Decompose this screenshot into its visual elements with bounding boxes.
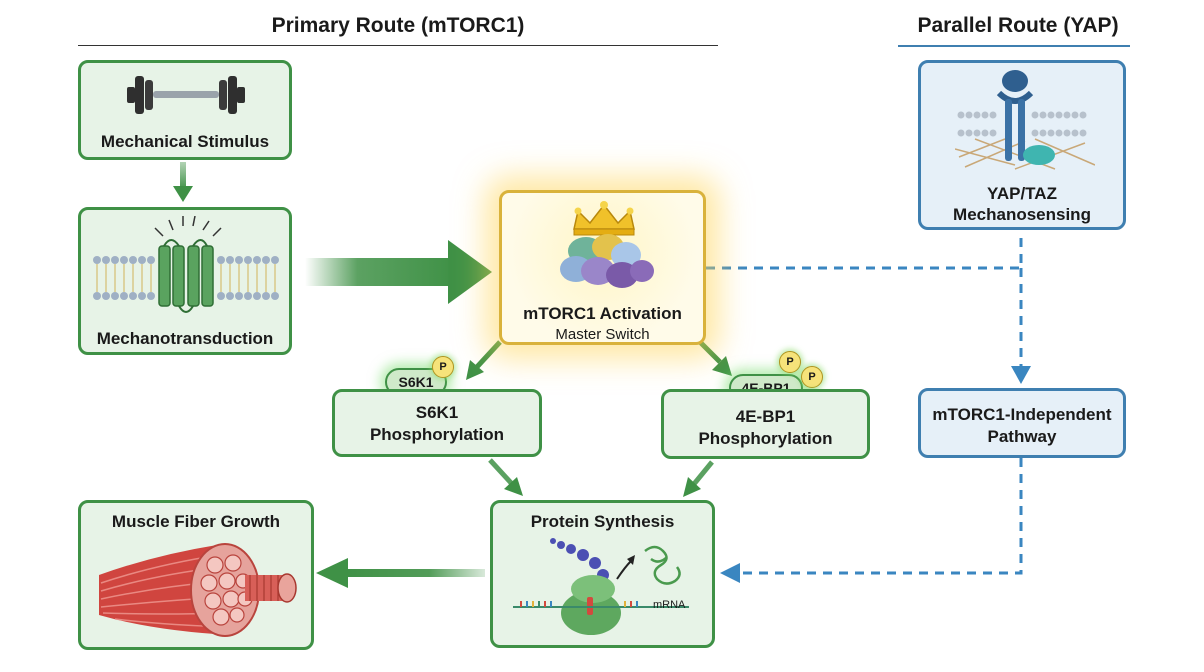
arrow-transduction-to-mtorc1 bbox=[305, 240, 492, 304]
s6k1-phosphorylation-box: S6K1 Phosphorylation bbox=[332, 389, 542, 457]
dumbbell-icon bbox=[127, 76, 245, 114]
mechanotransduction-box: Mechanotransduction bbox=[78, 207, 292, 355]
arrow-4ebp1-to-protein bbox=[683, 460, 714, 497]
arrow-s6k1-to-protein bbox=[488, 458, 523, 496]
4ebp1-phosphorylation-box: 4E-BP1 Phosphorylation bbox=[661, 389, 870, 459]
arrow-mtorc1-to-4ebp1 bbox=[698, 340, 732, 376]
mtorc1-subtitle: Master Switch bbox=[555, 326, 650, 343]
yap-taz-label-line2: Mechanosensing bbox=[953, 205, 1091, 224]
dashed-yap-to-independent bbox=[1011, 268, 1031, 384]
primary-route-divider bbox=[78, 45, 718, 46]
parallel-route-divider bbox=[898, 45, 1130, 47]
4ebp1-label-line2: Phosphorylation bbox=[698, 429, 833, 448]
ribosome-translation-icon bbox=[513, 538, 689, 635]
mechanotransduction-label: Mechanotransduction bbox=[96, 329, 274, 348]
mrna-label: mRNA bbox=[653, 599, 686, 611]
mtorc1-activation-box: mTORC1 Activation Master Switch bbox=[499, 190, 706, 345]
s6k1-label-line1: S6K1 bbox=[415, 403, 459, 422]
crowned-protein-complex-icon bbox=[560, 201, 654, 288]
mtorc1-independent-box: mTORC1-Independent Pathway bbox=[918, 388, 1126, 458]
muscle-fiber-growth-box: Muscle Fiber Growth bbox=[78, 500, 314, 650]
phospho-badge-4ebp1-2: P bbox=[801, 366, 823, 388]
mechanical-stimulus-label: Mechanical Stimulus bbox=[100, 132, 270, 151]
parallel-route-title: Parallel Route (YAP) bbox=[917, 14, 1119, 37]
independent-label-line2: Pathway bbox=[987, 427, 1057, 446]
membrane-receptor-icon bbox=[955, 70, 1095, 170]
muscle-fiber-bundle-icon bbox=[99, 543, 297, 637]
dashed-independent-to-protein bbox=[720, 458, 1023, 583]
primary-route-title: Primary Route (mTORC1) bbox=[271, 14, 525, 37]
phospho-badge-s6k1: P bbox=[432, 356, 454, 378]
yap-taz-box: YAP/TAZ Mechanosensing bbox=[918, 60, 1126, 230]
protein-synthesis-label: Protein Synthesis bbox=[530, 512, 675, 531]
protein-synthesis-box: Protein Synthesis mRNA bbox=[490, 500, 715, 648]
s6k1-label-line2: Phosphorylation bbox=[369, 425, 505, 444]
mtorc1-activation-label: mTORC1 Activation bbox=[523, 304, 682, 323]
arrow-stimulus-to-transduction bbox=[173, 162, 193, 202]
membrane-channel-icon bbox=[93, 216, 279, 313]
phospho-badge-4ebp1-1: P bbox=[779, 351, 801, 373]
arrow-mtorc1-to-s6k1 bbox=[466, 340, 502, 380]
dashed-yap-to-mtorc1 bbox=[706, 232, 1023, 270]
mechanical-stimulus-box: Mechanical Stimulus bbox=[78, 60, 292, 160]
yap-taz-label-line1: YAP/TAZ bbox=[987, 184, 1057, 203]
independent-label-line1: mTORC1-Independent bbox=[932, 405, 1112, 424]
4ebp1-label-line1: 4E-BP1 bbox=[735, 407, 796, 426]
arrow-protein-to-muscle bbox=[316, 558, 485, 588]
muscle-fiber-growth-label: Muscle Fiber Growth bbox=[111, 512, 281, 531]
